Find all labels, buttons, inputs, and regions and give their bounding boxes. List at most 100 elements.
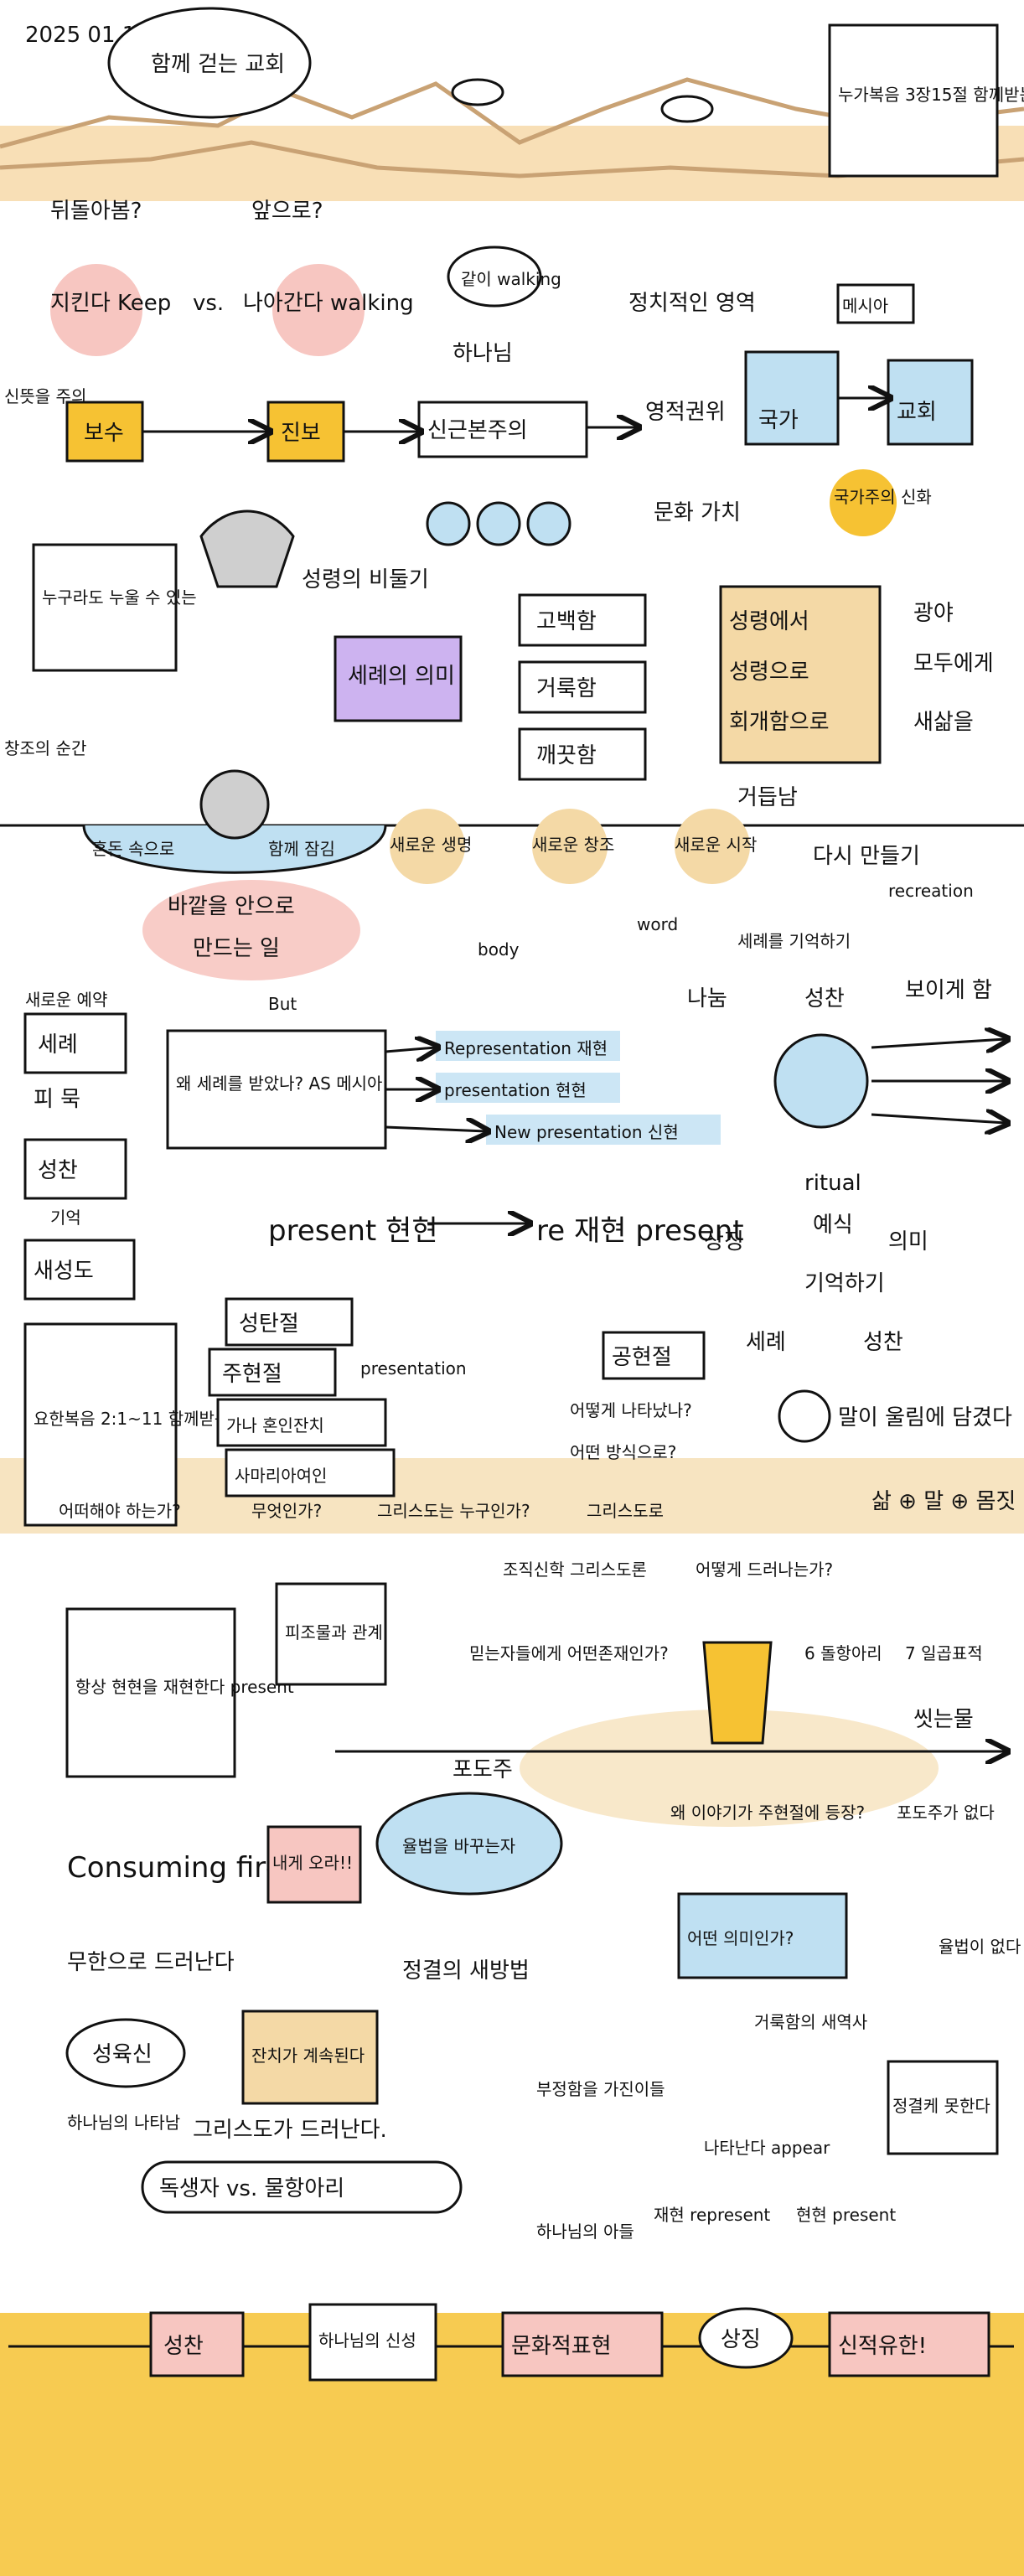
remember-baptism-label: 세례를 기억하기	[737, 931, 851, 951]
smile-icon-3	[526, 501, 571, 546]
how-shown-label: 어떻게 나타났나?	[570, 1400, 692, 1420]
church-label: 교회	[897, 400, 937, 425]
with-people-label: 함께 잠김	[268, 839, 335, 859]
saints-box	[23, 1239, 136, 1301]
how-reveal-label: 어떻게 드러나는가?	[696, 1560, 833, 1580]
praise-label: 성찬	[804, 986, 845, 1011]
seven-signs-label: 7 일곱표적	[905, 1643, 983, 1663]
mountain-line	[0, 77, 1024, 149]
header-scripture: 누가복음 3장15절 함께받는세례	[838, 85, 1024, 105]
progressive-label: 진보	[281, 421, 321, 446]
walking-label: 나아간다 walking	[243, 291, 414, 316]
limit-label: 신적유한!	[838, 2334, 927, 2359]
rep-label: Representation 재현	[444, 1038, 608, 1058]
wild-label: 광야	[913, 601, 954, 626]
unclean-label: 부정함을 가진이들	[536, 2079, 665, 2099]
to-believers-label: 믿는자들에게 어떤존재인가?	[469, 1643, 669, 1663]
no-wine-label: 포도주가 없다	[897, 1803, 995, 1823]
what-meaning-label: 어떤 의미인가?	[687, 1928, 794, 1948]
body-label: body	[478, 939, 520, 960]
cana-box	[216, 1398, 387, 1447]
keep-blob	[50, 264, 142, 356]
new-creation-label: 새로운 창조	[532, 835, 614, 855]
smile-icon-2	[476, 501, 521, 546]
rep-highlight	[436, 1031, 620, 1061]
scripture-box: 누가복음 3장15절 함께받는세례	[828, 23, 1024, 178]
clean-label: 깨끗함	[536, 743, 597, 768]
presentation-label: presentation	[360, 1358, 467, 1379]
wine-glow	[520, 1710, 939, 1827]
god-reveal-label: 하나님의 나타남	[67, 2113, 180, 2133]
baptism-day-label: 성탄절	[239, 1311, 299, 1337]
not-clean-box	[887, 2060, 999, 2155]
baptism-box	[23, 1012, 127, 1074]
consuming-label: Consuming fire	[67, 1851, 282, 1885]
q-forward: 앞으로?	[251, 199, 323, 224]
nation-label: 국가	[758, 408, 799, 433]
recreation-label: recreation	[888, 881, 974, 901]
remember-label: 기억하기	[804, 1271, 885, 1296]
dove-label: 성령의 비둘기	[302, 567, 429, 592]
pres-highlight	[436, 1073, 620, 1103]
symbol-cloud	[698, 2307, 794, 2369]
conservative-box	[65, 401, 144, 463]
arrow-why-rep	[385, 1047, 436, 1052]
nation-box	[744, 350, 840, 446]
church-cloud: 함께 걷는 교회	[107, 7, 312, 119]
present-kr-label: present 현현	[268, 1214, 438, 1248]
john-box	[23, 1322, 178, 1527]
anyone-box	[32, 543, 178, 672]
feast-label: 잔치가 계속된다	[251, 2046, 365, 2066]
why-label: 왜 세례를 받았나? AS 메시아	[176, 1073, 382, 1094]
progressive-box	[266, 401, 345, 463]
organize-label: 조직신학 그리스도론	[503, 1560, 647, 1580]
holy-label: 거룩함	[536, 676, 597, 701]
new-start-label: 새로운 시작	[675, 835, 757, 855]
creation-label: 창조의 순간	[4, 738, 86, 758]
arrow-why-newpres	[385, 1127, 486, 1131]
holy-god-label: 성육신	[92, 2042, 153, 2067]
chaos-label: 혼돈 속으로	[92, 839, 174, 859]
meaning-label: 세례의 의미	[348, 664, 455, 689]
jar-icon	[702, 1641, 773, 1745]
bird-right-icon	[660, 95, 714, 123]
outside-in-blob	[142, 880, 360, 980]
from-god-label: 성령에서	[729, 609, 809, 634]
new-life-blob	[390, 809, 465, 884]
new-life-label: 새로운 생명	[390, 835, 472, 855]
symbol-label: 상징	[704, 1229, 744, 1254]
holy-new-label: 거룩함의 새역사	[754, 2012, 867, 2032]
together-label: 같이 walking	[461, 269, 561, 289]
public-box	[602, 1331, 706, 1380]
law-none-label: 율법이 없다	[939, 1937, 1021, 1957]
spiritual-label: 영적권위	[645, 400, 726, 425]
samaria-box	[225, 1448, 396, 1497]
sources-box	[719, 585, 882, 764]
confess-box	[518, 593, 647, 647]
eucharist-label: 성찬	[38, 1158, 78, 1183]
remade-label: 다시 만들기	[813, 844, 920, 869]
samaria-label: 사마리아여인	[235, 1466, 327, 1486]
meaning-box	[334, 635, 463, 722]
together-bubble: 같이 walking	[447, 246, 561, 308]
walking-blob	[272, 264, 365, 356]
keep-label: 지킨다 Keep	[50, 291, 171, 316]
mine-box	[266, 1825, 362, 1904]
how-ought-label: 어떠해야 하는가?	[59, 1501, 181, 1521]
epiphany-box	[208, 1347, 337, 1397]
political-label: 정치적인 영역	[628, 291, 756, 316]
culture-bottom-label: 문화적표현	[511, 2334, 612, 2359]
only-son-label: 독생자 vs. 물항아리	[159, 2176, 344, 2201]
gods-child-label: 하나님의 아들	[536, 2222, 634, 2242]
to-all-label: 모두에게	[913, 651, 994, 676]
table-box	[275, 1582, 387, 1686]
christ-shown-label: 그리스도가 드러난다.	[193, 2118, 387, 2143]
newpres-label: New presentation 신현	[494, 1122, 679, 1142]
ray-3	[871, 1115, 1006, 1123]
ray-1	[871, 1039, 1006, 1047]
speaker-icon	[778, 1389, 831, 1443]
what-way-label: 어떤 방식으로?	[570, 1442, 676, 1462]
re-present-label: re 재현 present	[536, 1214, 744, 1248]
public-label: 공현절	[612, 1345, 672, 1370]
idol-blob	[830, 469, 897, 536]
